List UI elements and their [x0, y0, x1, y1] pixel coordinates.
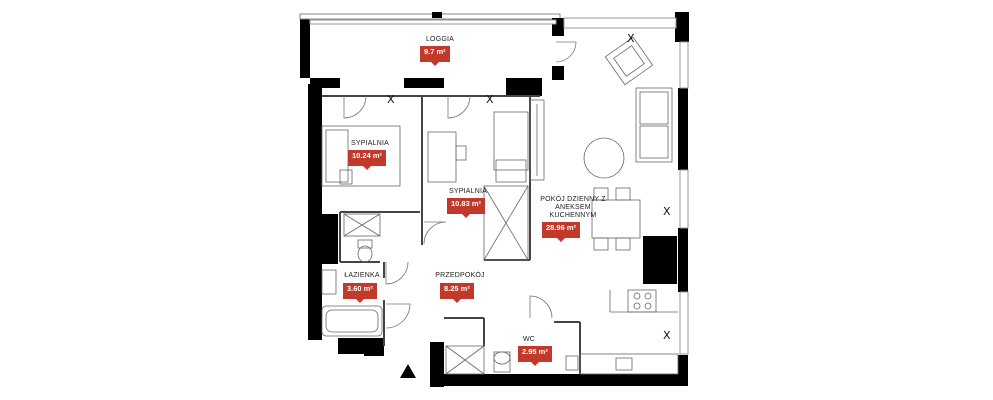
hallway-area-badge: 8.25 m²	[440, 283, 474, 303]
x-mark-kitchen: X	[663, 329, 671, 342]
x-mark-loggia: X	[627, 32, 635, 45]
living-name-line-2: ANEKSEM	[555, 204, 591, 211]
bedroom1-area-badge: 10.24 m²	[348, 150, 387, 170]
furniture	[321, 36, 679, 375]
bedroom2-name: SYPIALNIA	[449, 188, 487, 195]
bedroom2-area-badge: 10.83 m²	[447, 198, 486, 218]
exterior-walls	[299, 12, 689, 387]
window-frames	[309, 17, 689, 355]
bathroom-area-badge: 3.60 m²	[343, 283, 377, 303]
wc-area-badge: 2.95 m²	[518, 346, 552, 366]
doors	[343, 41, 577, 329]
x-mark-living: X	[663, 205, 671, 218]
x-mark-bedroom2: X	[486, 93, 494, 106]
x-mark-bedroom1: X	[387, 93, 395, 106]
loggia-area-badge: 9.7 m²	[420, 46, 450, 66]
wc-label: WC	[504, 336, 554, 344]
living-name-line-3: KUCHENNYM	[549, 212, 597, 219]
hallway-name: PRZEDPOKÓJ	[435, 272, 485, 279]
bedroom1-label: SYPIALNIA	[330, 140, 410, 148]
wc-name: WC	[522, 336, 536, 343]
bedroom1-name: SYPIALNIA	[351, 140, 389, 147]
bedroom2-label: SYPIALNIA	[428, 188, 508, 196]
living-area-badge: 28.96 m²	[542, 222, 581, 242]
living-name-line-1: POKÓJ DZIENNY Z	[540, 196, 606, 203]
north-indicator	[400, 364, 416, 378]
bathroom-name: ŁAZIENKA	[344, 272, 380, 279]
bathroom-label: ŁAZIENKA	[322, 272, 402, 280]
living-label: POKÓJ DZIENNY Z ANEKSEM KUCHENNYM	[528, 196, 618, 220]
loggia-name: LOGGIA	[425, 36, 455, 43]
hallway-label: PRZEDPOKÓJ	[420, 272, 500, 280]
loggia-label: LOGGIA	[400, 36, 480, 44]
